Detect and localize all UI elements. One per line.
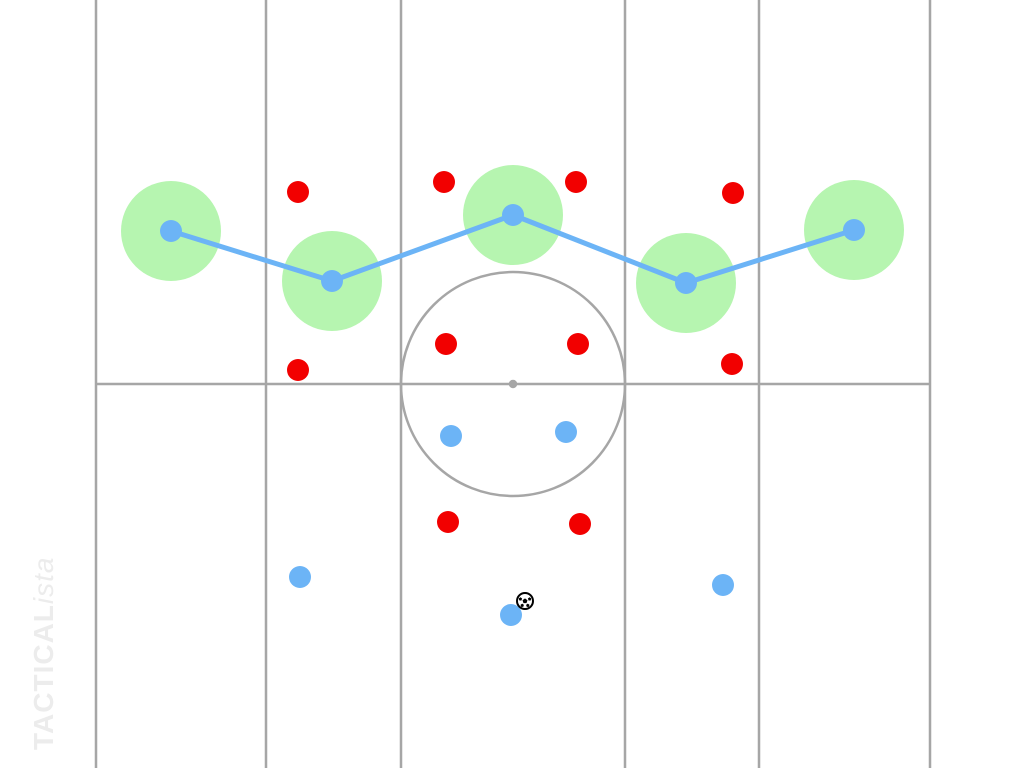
blue-player-b7 xyxy=(555,421,577,443)
blue-player-b3 xyxy=(502,204,524,226)
red-player-r8 xyxy=(721,353,743,375)
blue-team-players xyxy=(160,204,865,626)
link-b3-b4 xyxy=(510,212,689,286)
red-player-r3 xyxy=(565,171,587,193)
watermark-part-2: ista xyxy=(28,556,59,605)
red-team-players xyxy=(287,171,744,535)
blue-player-b9 xyxy=(712,574,734,596)
blue-player-b2 xyxy=(321,270,343,292)
front-line-links xyxy=(168,212,857,286)
soccer-ball-icon xyxy=(516,592,534,610)
red-player-r7 xyxy=(287,359,309,381)
red-player-r9 xyxy=(437,511,459,533)
blue-player-b1 xyxy=(160,220,182,242)
ball-layer xyxy=(516,592,534,610)
blue-player-b4 xyxy=(675,272,697,294)
red-player-r1 xyxy=(287,181,309,203)
link-b1-b2 xyxy=(168,228,335,284)
tacticalista-watermark: TACTICALista xyxy=(28,557,60,750)
centre-circle xyxy=(399,270,627,498)
centre-spot xyxy=(508,379,518,389)
blue-player-b5 xyxy=(843,219,865,241)
red-player-r4 xyxy=(722,182,744,204)
blue-player-b8 xyxy=(289,566,311,588)
blue-player-b6 xyxy=(440,425,462,447)
link-b4-b5 xyxy=(683,227,857,286)
watermark-part-1: TACTICAL xyxy=(28,604,59,750)
red-player-r10 xyxy=(569,513,591,535)
red-player-r6 xyxy=(567,333,589,355)
red-player-r2 xyxy=(433,171,455,193)
link-b2-b3 xyxy=(329,212,516,284)
blue-player-b10 xyxy=(500,604,522,626)
red-player-r5 xyxy=(435,333,457,355)
pitch-lines xyxy=(94,0,932,768)
